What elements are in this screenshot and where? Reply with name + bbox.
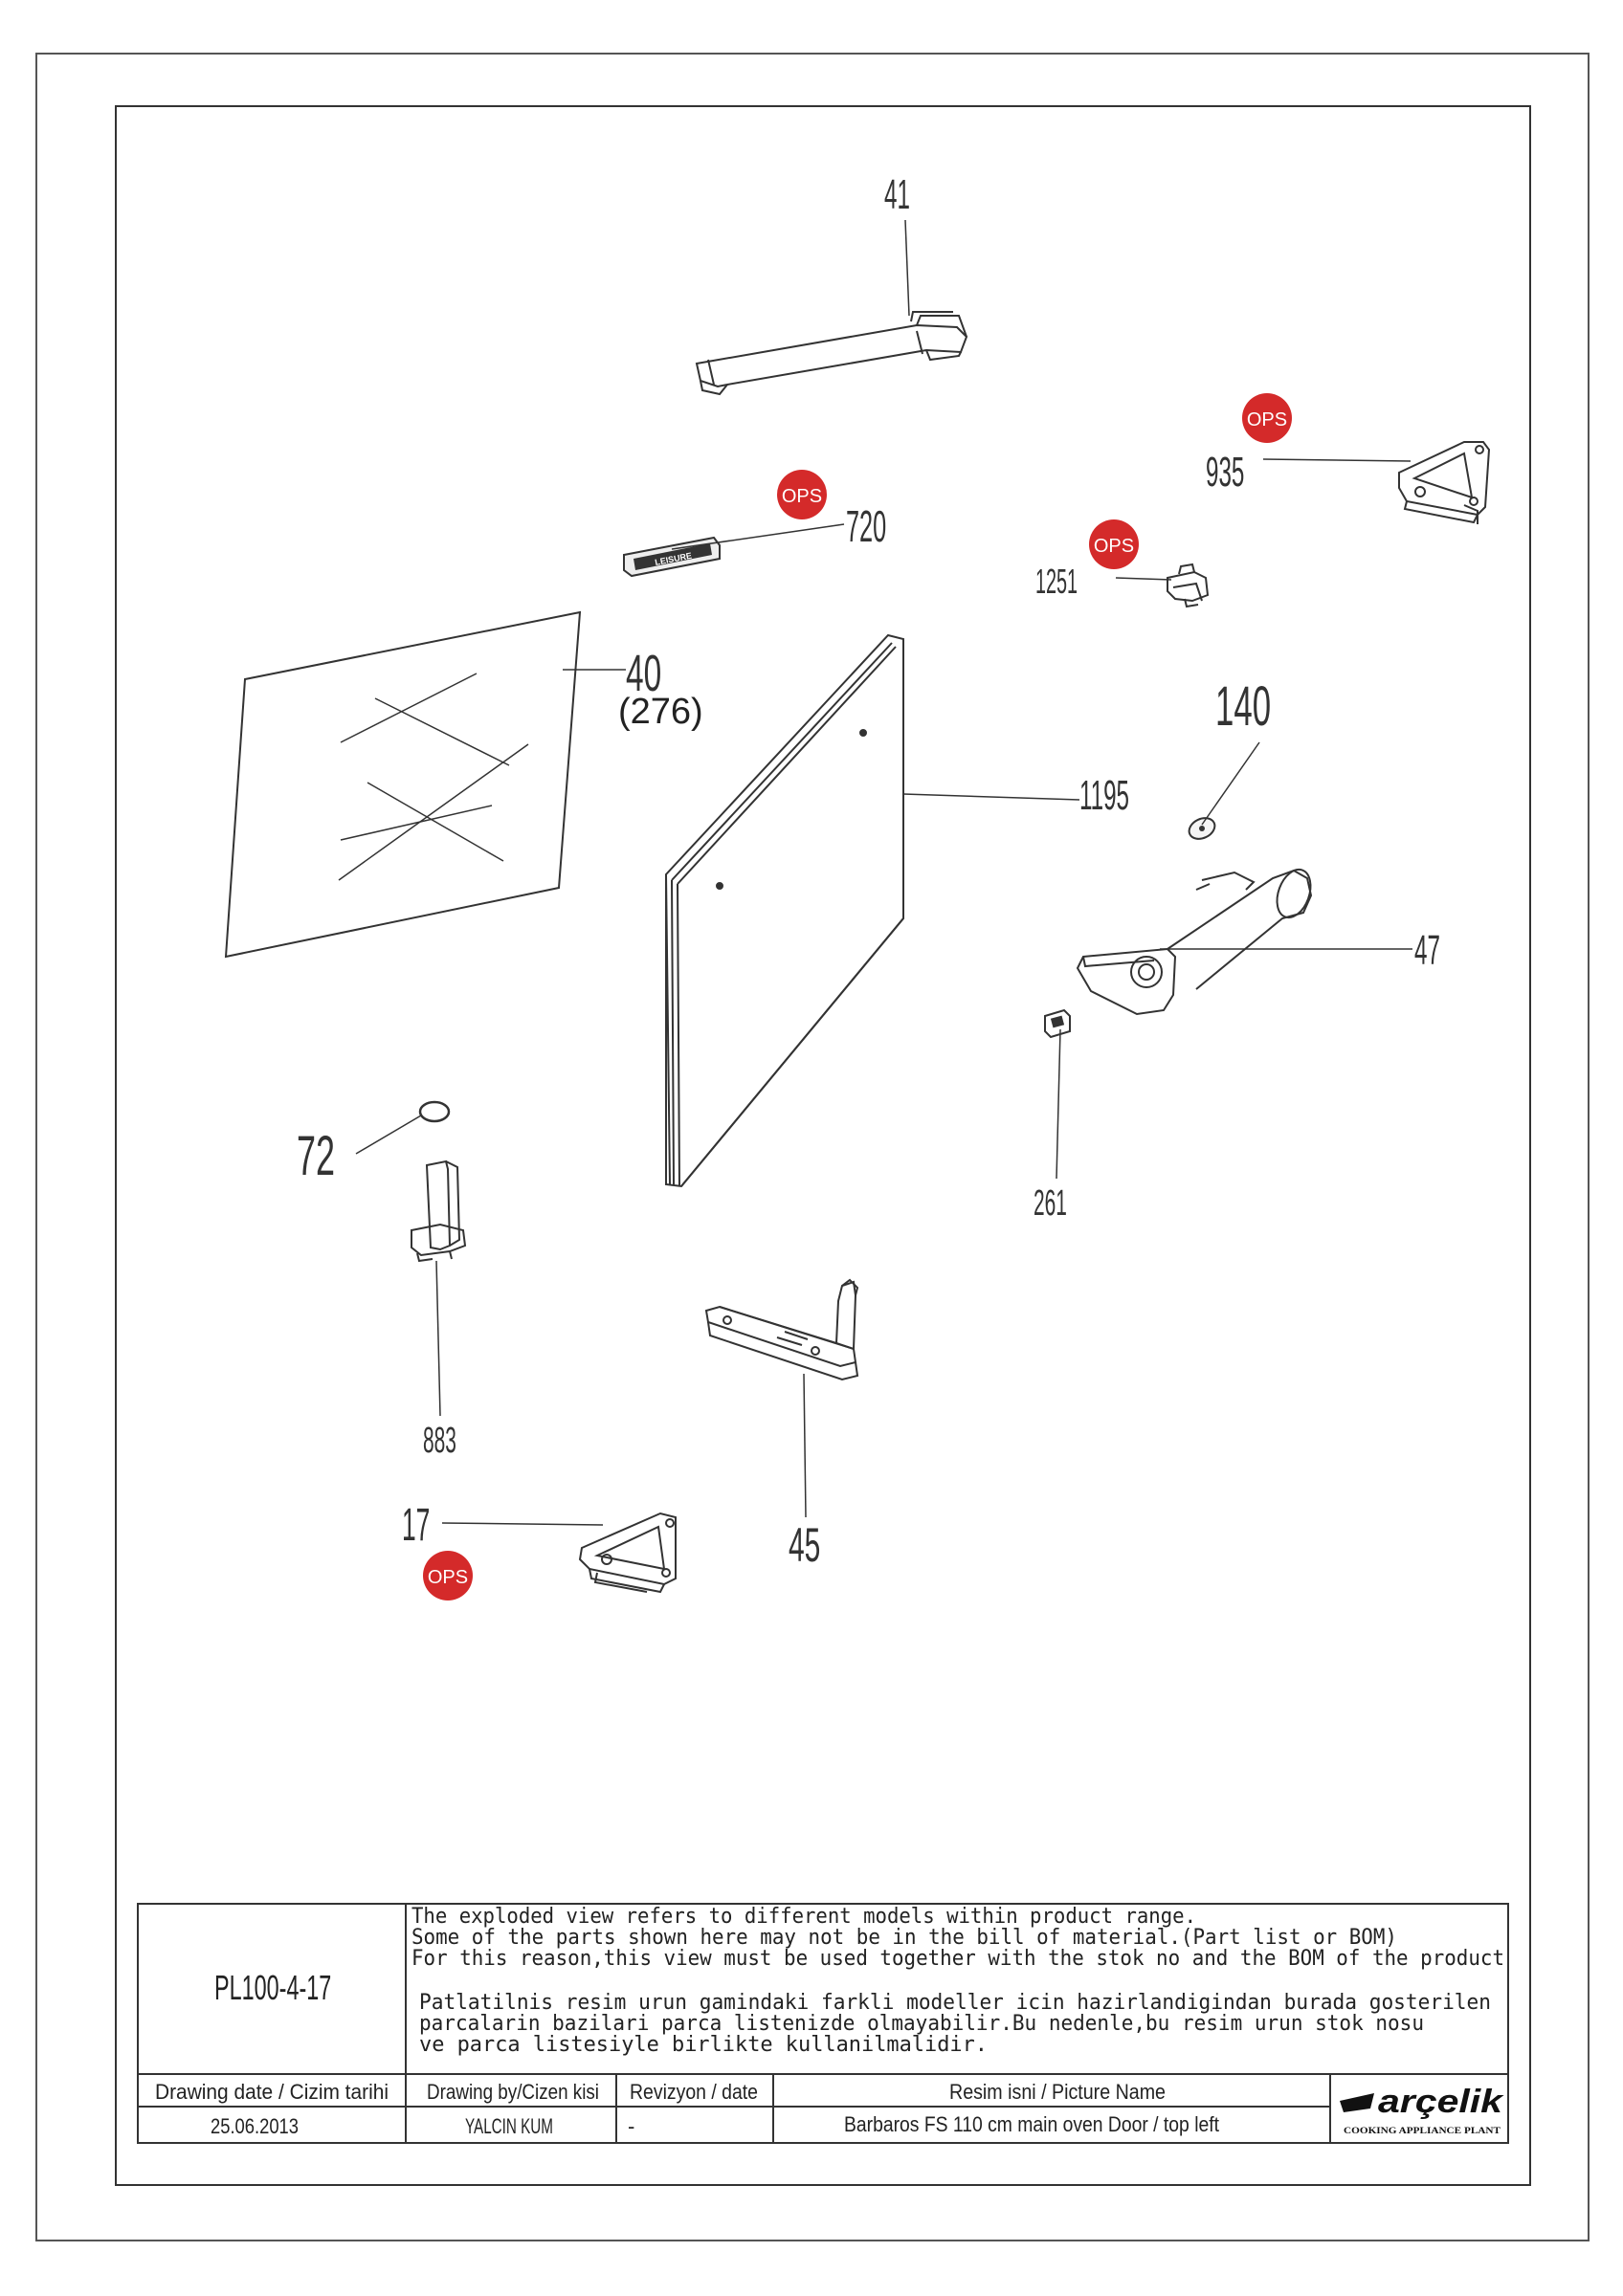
ops-badge-720-label: OPS <box>782 486 822 507</box>
header-revision: Revizyon / date <box>630 2080 758 2104</box>
leader-lines <box>355 219 1412 1526</box>
drawing-number: PL100-4-17 <box>214 1970 331 2007</box>
ops-badge-935-label: OPS <box>1247 409 1287 430</box>
note-tr-line-1: Patlatilnis resim urun gamindaki farkli … <box>419 1991 1491 2015</box>
arcelik-logo-mark <box>1340 2093 1374 2112</box>
note-tr-line-2: parcalarin bazilari parca listenizde olm… <box>419 2012 1424 2036</box>
callout-276: (276) <box>618 692 703 732</box>
ops-badge-17: OPS <box>423 1551 473 1601</box>
arcelik-logo-subtitle: COOKING APPLIANCE PLANT <box>1344 2126 1501 2135</box>
part-1195-door-panel <box>665 633 904 1188</box>
outer-border <box>35 53 1590 2241</box>
note-en-line-2: Some of the parts shown here may not be … <box>411 1926 1397 1950</box>
ops-badge-1251-label: OPS <box>1094 536 1134 557</box>
part-45-main-hinge <box>704 1278 859 1381</box>
callout-40: 40 <box>626 644 661 702</box>
part-17-hinge-bracket <box>578 1512 677 1594</box>
ops-badge-720: OPS <box>777 470 827 519</box>
callout-935: 935 <box>1206 448 1244 496</box>
part-41-top-rail <box>695 311 968 396</box>
callout-47: 47 <box>1414 926 1440 974</box>
ops-badge-1251: OPS <box>1089 519 1139 569</box>
part-261-nut <box>1044 1008 1071 1039</box>
ops-badge-935: OPS <box>1242 393 1292 443</box>
callout-261: 261 <box>1034 1183 1067 1224</box>
callout-17: 17 <box>402 1500 430 1551</box>
note-tr-line-3: ve parca listesiyle birlikte kullanilmal… <box>419 2033 988 2057</box>
part-883-guide <box>411 1159 467 1263</box>
part-720-nameplate: LEISURE <box>623 536 721 578</box>
part-935-hinge-bracket <box>1398 441 1491 524</box>
callout-720: 720 <box>846 501 886 551</box>
title-block <box>137 1903 1509 2144</box>
drawing-frame <box>115 105 1531 2186</box>
value-drawing-by: YALCIN KUM <box>465 2114 553 2138</box>
header-drawing-by: Drawing by/Cizen kisi <box>427 2080 599 2104</box>
note-en-line-3: For this reason,this view must be used t… <box>411 1947 1504 1971</box>
callout-140: 140 <box>1215 676 1271 738</box>
callout-72: 72 <box>297 1125 335 1187</box>
part-40-glass-panel <box>224 610 582 959</box>
value-revision: - <box>628 2114 634 2138</box>
arcelik-logo-brand: arçelik <box>1378 2084 1505 2120</box>
value-drawing-date: 25.06.2013 <box>211 2114 299 2138</box>
value-picture-name: Barbaros FS 110 cm main oven Door / top … <box>844 2112 1219 2136</box>
part-140-washer <box>1188 817 1216 840</box>
callout-45: 45 <box>789 1518 820 1572</box>
part-1251-clip <box>1167 563 1210 608</box>
ops-badge-17-label: OPS <box>428 1567 468 1588</box>
callout-1251: 1251 <box>1035 563 1078 602</box>
part-72-ring <box>418 1100 451 1123</box>
header-picture-name: Resim isni / Picture Name <box>949 2080 1166 2104</box>
note-en-line-1: The exploded view refers to different mo… <box>411 1905 1196 1929</box>
callout-883: 883 <box>423 1421 456 1461</box>
callout-41: 41 <box>884 170 910 218</box>
header-drawing-date: Drawing date / Cizim tarihi <box>155 2080 389 2104</box>
callout-1195: 1195 <box>1079 771 1129 819</box>
part-47-handle <box>1076 868 1313 1016</box>
arcelik-logo: arçelik COOKING APPLIANCE PLANT <box>1340 2084 1505 2135</box>
